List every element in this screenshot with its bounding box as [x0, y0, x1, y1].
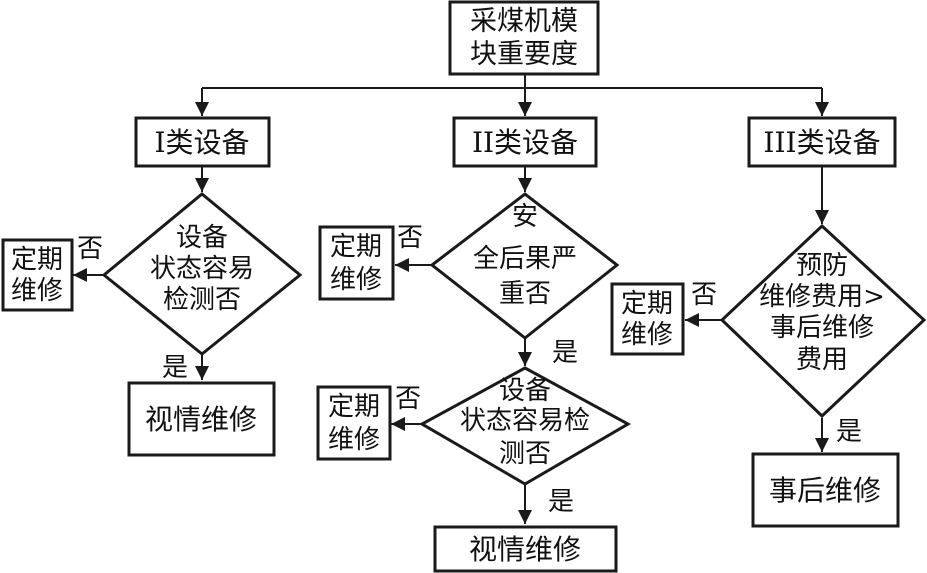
- class1-state-decision: 设备 状态容易 检测否: [101, 192, 303, 356]
- class3-cost-line1: 预防: [796, 251, 848, 281]
- class3-periodic-line2: 维修: [621, 320, 673, 350]
- class2-condition-label: 视情维修: [469, 533, 581, 566]
- class2-severe-line1: 安: [512, 202, 538, 232]
- class2-state-decision: 设备 状态容易检 测否: [418, 366, 632, 486]
- class1-yes-label: 是: [162, 353, 188, 383]
- class3-no-label: 否: [691, 280, 717, 310]
- class1-periodic-outcome: 定期 维修: [1, 238, 74, 312]
- class2-periodic2-line2: 维修: [328, 425, 380, 455]
- class2-state-line3: 测否: [499, 439, 551, 469]
- class2-severe-line2: 全后果严: [473, 244, 577, 274]
- class3-corrective-label: 事后维修: [769, 474, 881, 507]
- class3-label: III类设备: [763, 126, 880, 159]
- class3-cost-line4: 费用: [796, 345, 848, 375]
- class2-severe-yes-label: 是: [552, 338, 578, 368]
- class2-condition-outcome: 视情维修: [433, 525, 618, 573]
- class3-corrective-outcome: 事后维修: [751, 452, 900, 528]
- class1-condition-label: 视情维修: [145, 403, 257, 436]
- class2-severe-no-label: 否: [397, 223, 423, 253]
- class2-periodic-outcome-2: 定期 维修: [316, 385, 392, 461]
- class1-no-label: 否: [77, 234, 103, 264]
- class2-severity-decision: 安 全后果严 重否: [429, 192, 620, 340]
- class1-periodic-line1: 定期: [11, 245, 63, 275]
- class2-periodic-outcome-1: 定期 维修: [318, 225, 395, 301]
- class1-decision-line1: 设备: [176, 223, 228, 253]
- class2-periodic1-line2: 维修: [330, 265, 382, 295]
- class2-label: II类设备: [472, 126, 578, 159]
- root-line2: 块重要度: [470, 39, 578, 70]
- class1-periodic-line2: 维修: [11, 276, 63, 306]
- class3-cost-line3: 事后维修: [770, 313, 874, 343]
- class1-decision-line3: 检测否: [163, 285, 241, 315]
- class2-state-line2: 状态容易检: [460, 406, 590, 436]
- class3-yes-label: 是: [836, 417, 862, 447]
- class2-state-line1: 设备: [499, 376, 551, 406]
- class3-node: III类设备: [747, 116, 897, 168]
- root-line1: 采煤机模: [470, 6, 578, 37]
- class3-cost-line2: 维修费用>: [759, 282, 885, 312]
- class2-periodic1-line1: 定期: [330, 232, 382, 262]
- connectors: [73, 74, 829, 524]
- class3-periodic-outcome: 定期 维修: [610, 282, 685, 356]
- edge-labels: 否 是 否 是 否 是 否 是: [77, 223, 862, 517]
- class2-periodic2-line1: 定期: [328, 392, 380, 422]
- class1-label: I类设备: [154, 126, 249, 159]
- class3-cost-decision: 预防 维修费用> 事后维修 费用: [719, 223, 927, 419]
- class1-condition-outcome: 视情维修: [127, 381, 276, 457]
- class2-node: II类设备: [452, 116, 598, 168]
- root-node: 采煤机模 块重要度: [448, 0, 600, 76]
- class1-node: I类设备: [134, 116, 271, 168]
- class1-decision-line2: 状态容易: [150, 254, 254, 284]
- class3-periodic-line1: 定期: [621, 289, 673, 319]
- class2-state-no-label: 否: [395, 384, 421, 414]
- class2-state-yes-label: 是: [548, 487, 574, 517]
- class2-severe-line3: 重否: [499, 279, 551, 309]
